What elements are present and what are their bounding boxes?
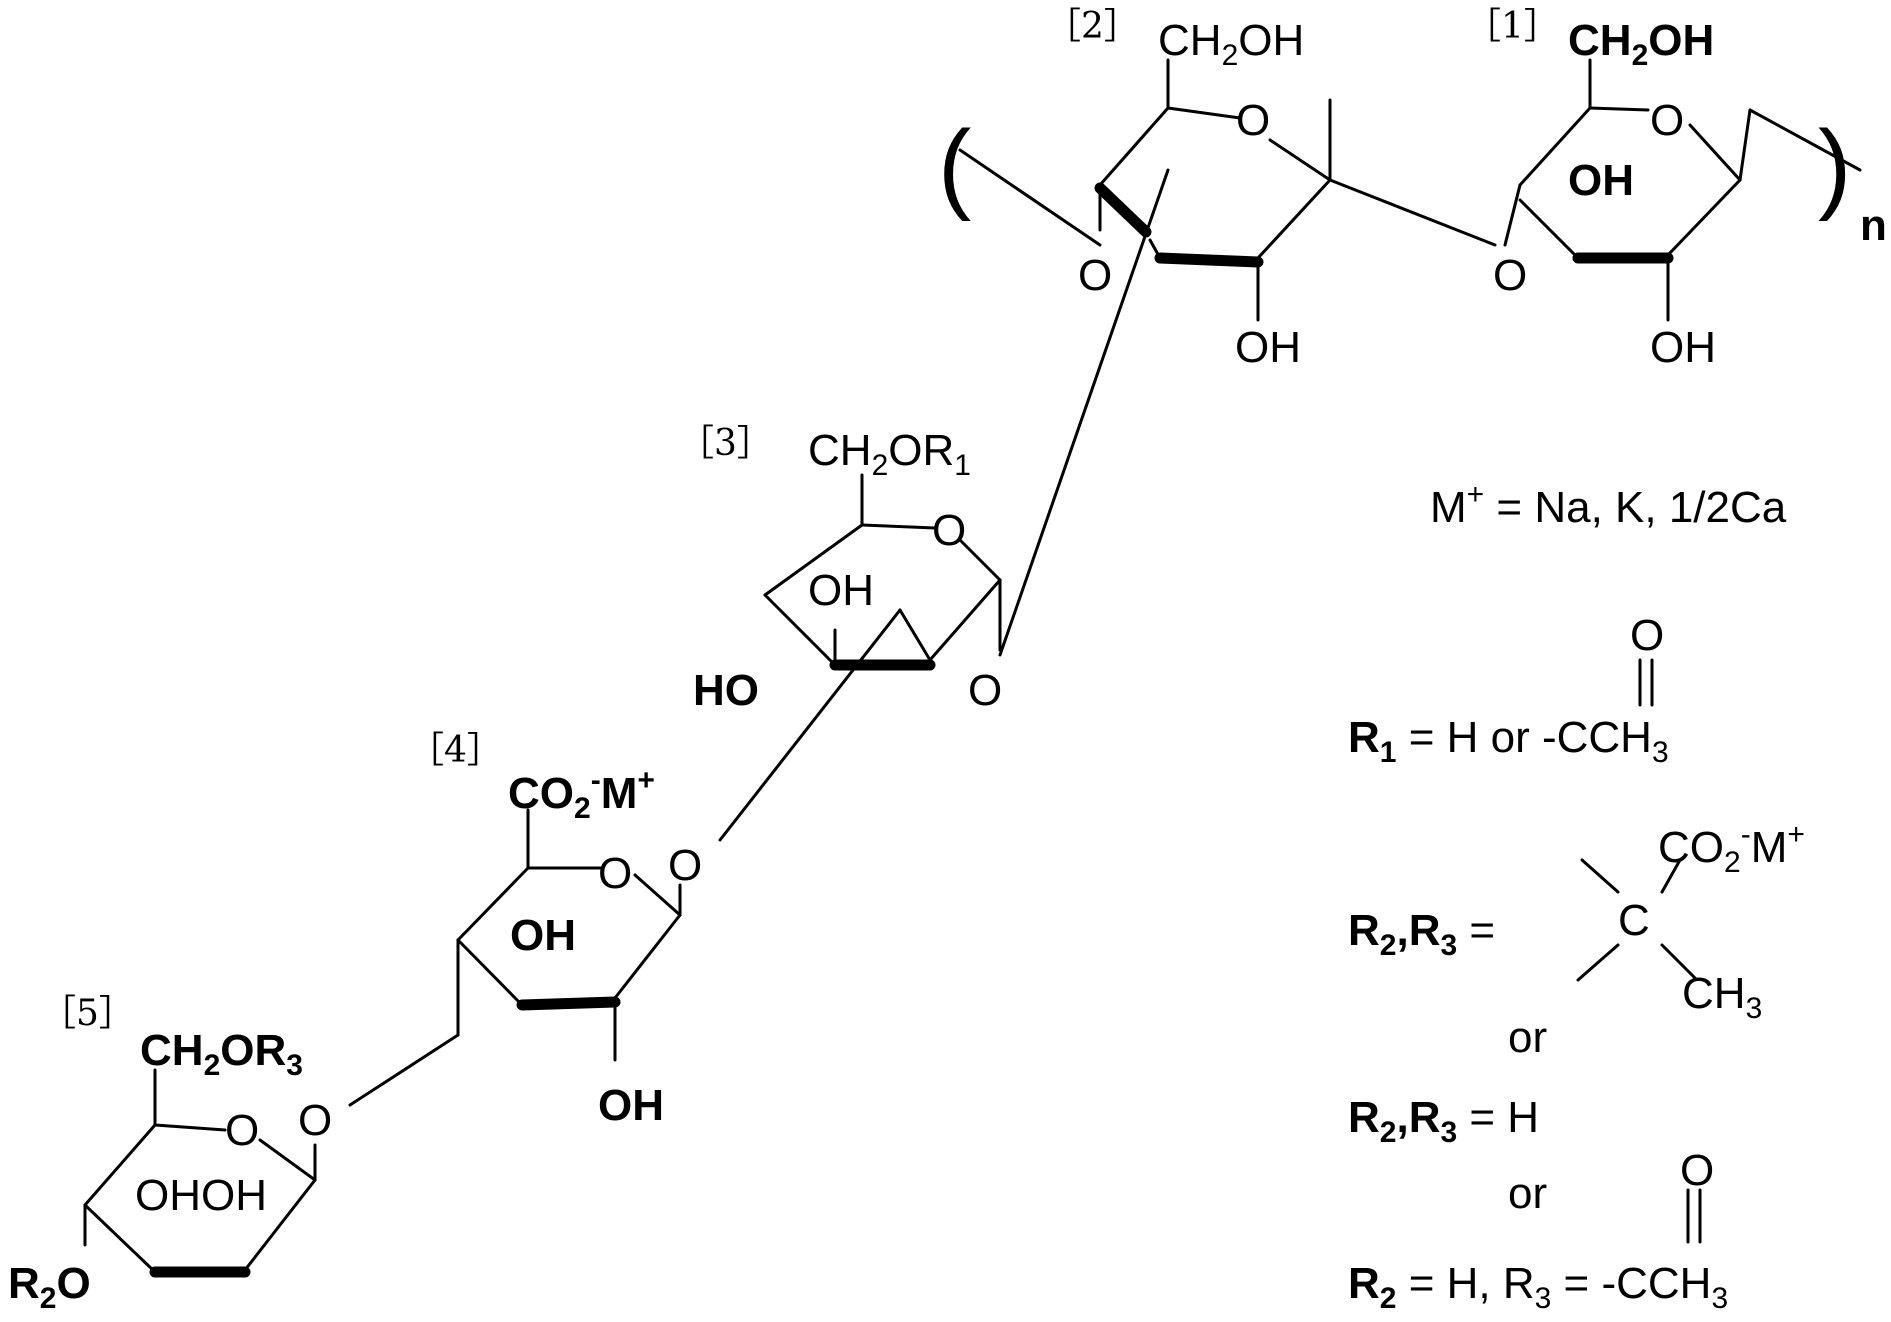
legend-r2-carbonyl-o: O <box>1680 1146 1714 1195</box>
unit-2-ch2oh: CH2OH <box>1158 16 1304 72</box>
unit-4-inner-oh: OH <box>510 911 576 960</box>
legend-r2-r3-acetyl: R2 = H, R3 = -CCH3 <box>1348 1259 1728 1315</box>
unit-3-inner-oh: OH <box>808 566 874 615</box>
unit-1-glycosidic-oxygen: O <box>1493 251 1527 300</box>
unit-3-ho: HO <box>693 666 759 715</box>
unit-3: ［3］ CH2OR1 O O OH HO <box>678 423 1002 715</box>
unit-5-inner-ohoh: OHOH <box>135 1171 267 1220</box>
unit-4-oh: OH <box>598 1081 664 1130</box>
legend-r23-methyl: CH3 <box>1682 969 1762 1025</box>
unit-3-ch2or1: CH2OR1 <box>808 426 971 482</box>
open-paren: ( <box>938 110 971 222</box>
unit-2-oh: OH <box>1235 323 1301 372</box>
unit-4-glycosidic-oxygen: O <box>668 841 702 890</box>
legend-r23-quaternary-c: C <box>1618 896 1650 945</box>
close-paren: ) <box>1818 110 1851 222</box>
unit-3-tag: ［3］ <box>678 423 773 464</box>
repeat-n-label: n <box>1860 201 1887 250</box>
legend-r1-carbonyl-o: O <box>1630 611 1664 660</box>
legend-r23-carboxylate: CO2-M+ <box>1658 818 1805 879</box>
unit-4-ring-oxygen: O <box>598 849 632 898</box>
unit-1-inner-oh: OH <box>1568 156 1634 205</box>
legend-or-1: or <box>1508 1013 1547 1062</box>
unit-2-ring-oxygen: O <box>1236 96 1270 145</box>
unit-1-oh: OH <box>1650 323 1716 372</box>
legend-r23-label-a: R2,R3 = <box>1348 906 1495 962</box>
substituent-legend: M+ = Na, K, 1/2Ca O R1 = H or -CCH3 CO2-… <box>1348 478 1805 1315</box>
unit-2-glycosidic-oxygen: O <box>1078 251 1112 300</box>
unit-4-tag: ［4］ <box>408 730 503 771</box>
unit-5-glycosidic-oxygen: O <box>298 1096 332 1145</box>
unit-1-tag: ［1］ <box>1465 6 1560 47</box>
unit-1: ［1］ CH2OH O O OH OH <box>1465 6 1716 372</box>
bond-lines <box>83 58 1862 1278</box>
legend-r1: R1 = H or -CCH3 <box>1348 713 1669 769</box>
unit-2-tag: ［2］ <box>1045 6 1140 47</box>
unit-1-ch2oh: CH2OH <box>1568 16 1714 72</box>
unit-4: ［4］ CO2-M+ O O OH OH <box>408 730 702 1130</box>
legend-r23-label-b: R2,R3 = H <box>1348 1093 1539 1149</box>
unit-2: ［2］ CH2OH O O OH <box>1045 6 1304 372</box>
legend-or-2: or <box>1508 1169 1547 1218</box>
unit-4-carboxylate: CO2-M+ <box>508 764 655 825</box>
unit-3-ring-oxygen: O <box>932 506 966 555</box>
unit-5-ch2or3: CH2OR3 <box>140 1026 303 1082</box>
unit-5-ring-oxygen: O <box>225 1106 259 1155</box>
unit-5-tag: ［5］ <box>40 993 135 1034</box>
legend-m-plus: M+ = Na, K, 1/2Ca <box>1430 478 1787 532</box>
unit-3-glycosidic-oxygen: O <box>968 666 1002 715</box>
unit-5: ［5］ CH2OR3 O O OHOH R2O <box>8 993 332 1315</box>
polymer-repeat-brackets: ( ) n <box>938 110 1887 250</box>
unit-5-r2o: R2O <box>8 1259 91 1315</box>
unit-1-ring-oxygen: O <box>1650 96 1684 145</box>
